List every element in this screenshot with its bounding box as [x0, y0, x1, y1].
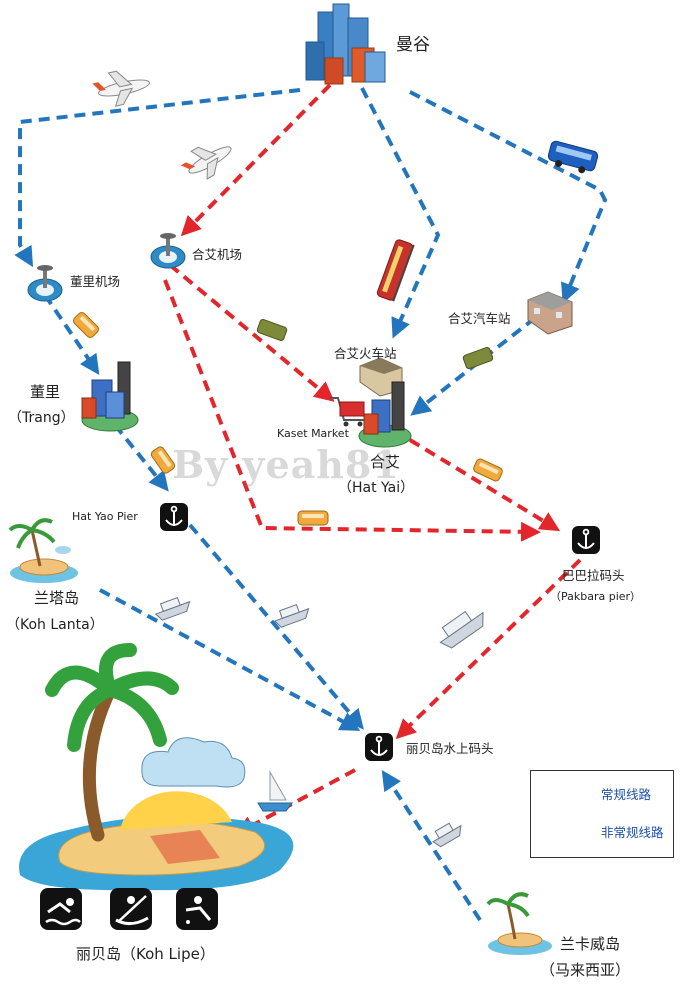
route-airport-kaset [168, 263, 335, 402]
label-lanta-cn: 兰塔岛 [34, 589, 80, 607]
bus-station-icon [527, 291, 573, 335]
label-kaset-market: Kaset Market [277, 427, 349, 440]
legend-regular-label: 常规线路 [601, 787, 652, 802]
label-lipe-pier: 丽贝岛水上码头 [406, 741, 494, 756]
route-lipe-pier-lipe [234, 768, 356, 835]
label-bangkok: 曼谷 [396, 35, 430, 55]
route-hatyai-pakbara [408, 438, 561, 532]
langkawi-island-icon [486, 892, 552, 955]
route-hatyao-lipe-pier [188, 523, 364, 730]
bangkok-city-icon [305, 3, 386, 85]
label-hatyai-train-station: 合艾火车站 [334, 346, 397, 361]
legend-irregular-label: 非常规线路 [601, 825, 664, 840]
van-icon-trang [73, 312, 99, 338]
trang-city-icon [81, 361, 139, 432]
shopping-cart-icon [330, 397, 365, 427]
route-bangkok-trang-airport [14, 88, 301, 268]
label-hatyao-pier: Hat Yao Pier [72, 510, 138, 523]
route-bangkok-hatyai-train [360, 87, 441, 339]
ferry-icon-langkawi [432, 822, 462, 848]
hatyai-city-icon [358, 381, 412, 448]
label-trang-cn: 董里 [30, 383, 61, 401]
label-pakbara-en: （Pakbara pier） [550, 590, 642, 603]
lipe-island-illustration [19, 643, 294, 891]
route-trang-airport-trang [43, 293, 100, 375]
label-trang-airport: 董里机场 [70, 274, 121, 289]
label-hatyai-en: （Hat Yai） [338, 480, 415, 496]
route-pakbara-lipe-pier [395, 558, 582, 740]
van-icon-hatyao [150, 446, 176, 474]
ferry-icon-lanta [154, 596, 191, 621]
anchor-icon-hatyao [160, 503, 188, 531]
irregular-routes [14, 87, 608, 922]
label-langkawi-cn: 兰卡威岛 [560, 935, 621, 953]
diving-icon [176, 888, 218, 930]
anchor-icon-pakbara [572, 526, 600, 554]
airport-icon-trang [27, 265, 63, 302]
route-bangkok-hatyai-bus [409, 90, 608, 304]
train-icon [376, 239, 415, 302]
airplane-icon-hatyai [180, 146, 232, 180]
van-icon-hatyai-pakbara [473, 458, 503, 482]
bus-icon-bangkok [547, 140, 599, 174]
label-langkawi-en: （马来西亚） [540, 961, 631, 979]
label-trang-en: （Trang） [8, 410, 75, 426]
regular-routes [163, 83, 582, 835]
legend: 常规线路 非常规线路 [530, 770, 674, 858]
ferry-icon-hatyao [273, 603, 310, 628]
van-icon-pakbara-route [297, 510, 329, 526]
label-hatyai-bus-station: 合艾汽车站 [448, 311, 511, 326]
label-koh-lipe: 丽贝岛（Koh Lipe） [76, 945, 215, 963]
legend-row-regular: 常规线路 [531, 779, 673, 807]
anchor-icon-lipe-pier [365, 733, 393, 761]
swimming-icon [40, 888, 82, 930]
route-langkawi-lipe-pier [381, 769, 482, 922]
route-bangkok-hatyai-airport [180, 83, 332, 237]
watermark: By yeah81 [172, 442, 400, 487]
route-trang-hatyao [113, 423, 169, 492]
kayaking-icon [110, 888, 152, 930]
airplane-icon-trang [92, 70, 150, 107]
label-pakbara-cn: 巴巴拉码头 [562, 568, 625, 583]
label-lanta-en: （Koh Lanta） [6, 617, 104, 633]
truck-icon-bus [462, 346, 494, 370]
label-hatyai-airport: 合艾机场 [192, 247, 243, 262]
sailboat-icon [257, 770, 293, 812]
label-hatyai-cn: 合艾 [370, 453, 401, 471]
legend-row-irregular: 非常规线路 [531, 817, 673, 845]
truck-icon-airport [256, 318, 288, 342]
route-lanta-lipe-pier [99, 588, 361, 731]
ferry-icon-pakbara [439, 610, 484, 649]
lanta-island-icon [8, 518, 78, 583]
airport-icon-hatyai [150, 233, 186, 269]
